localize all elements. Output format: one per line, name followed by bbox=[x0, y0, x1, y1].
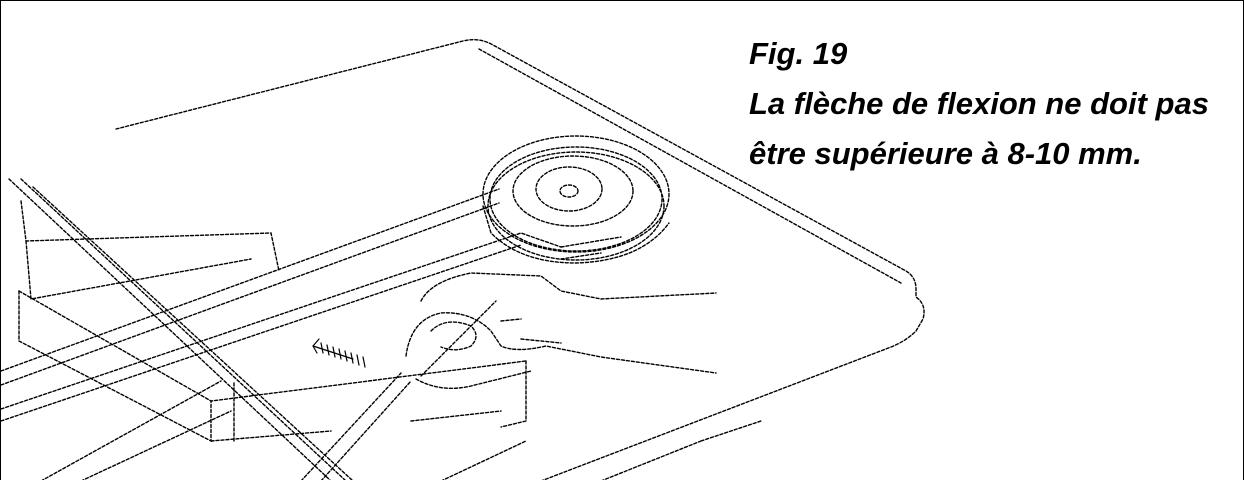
diagonal-rod-3 bbox=[32, 186, 353, 480]
press-direction-arrow bbox=[312, 338, 366, 368]
tool-rod bbox=[300, 372, 402, 480]
belt-upper-edge-1 bbox=[1, 188, 500, 372]
caption-line-1: La flèche de flexion ne doit pas bbox=[749, 86, 1209, 121]
frame-member-1 bbox=[20, 200, 280, 272]
diagonal-rod-2 bbox=[20, 178, 346, 480]
frame-member-2 bbox=[25, 240, 252, 300]
diagonal-rod-1 bbox=[8, 178, 331, 480]
belt-return-1 bbox=[560, 236, 622, 248]
pulley bbox=[482, 135, 670, 264]
pulley-hub-center bbox=[559, 184, 579, 198]
belt-lower-edge-1 bbox=[1, 232, 562, 410]
pulley-hub bbox=[535, 166, 603, 212]
figure-caption: Fig. 19 La flèche de flexion ne doit pas… bbox=[749, 29, 1239, 179]
pulley-outer-rim bbox=[482, 135, 670, 253]
hand-knuckle bbox=[500, 318, 562, 344]
cover-inner-edge bbox=[478, 48, 902, 284]
frame-box-top bbox=[18, 290, 527, 402]
frame-box-left bbox=[18, 290, 212, 443]
figure-label: Fig. 19 bbox=[749, 36, 848, 71]
frame-dash-lines bbox=[601, 420, 762, 480]
hand-thumb bbox=[430, 321, 477, 351]
pulley-groove bbox=[487, 151, 665, 261]
machine-cover-plate bbox=[115, 38, 925, 480]
pulley-inner-face bbox=[512, 155, 634, 227]
finger-cross bbox=[420, 300, 497, 377]
frame-box-bottom bbox=[210, 410, 502, 442]
hand-fingers bbox=[405, 312, 717, 374]
hand-pressing-belt bbox=[405, 272, 717, 389]
belt-return-2 bbox=[560, 252, 602, 260]
tool-rod-2 bbox=[320, 380, 412, 480]
belt-upper-edge-2 bbox=[1, 202, 500, 386]
caption-line-2: être supérieure à 8-10 mm. bbox=[749, 136, 1142, 171]
pulley-rim-2 bbox=[489, 146, 663, 252]
belt-lower-edge-2 bbox=[1, 244, 522, 422]
frame-box-right bbox=[500, 360, 527, 428]
hand-outline bbox=[420, 272, 717, 302]
hand-wrist bbox=[415, 370, 532, 389]
frame-floor bbox=[41, 380, 527, 480]
